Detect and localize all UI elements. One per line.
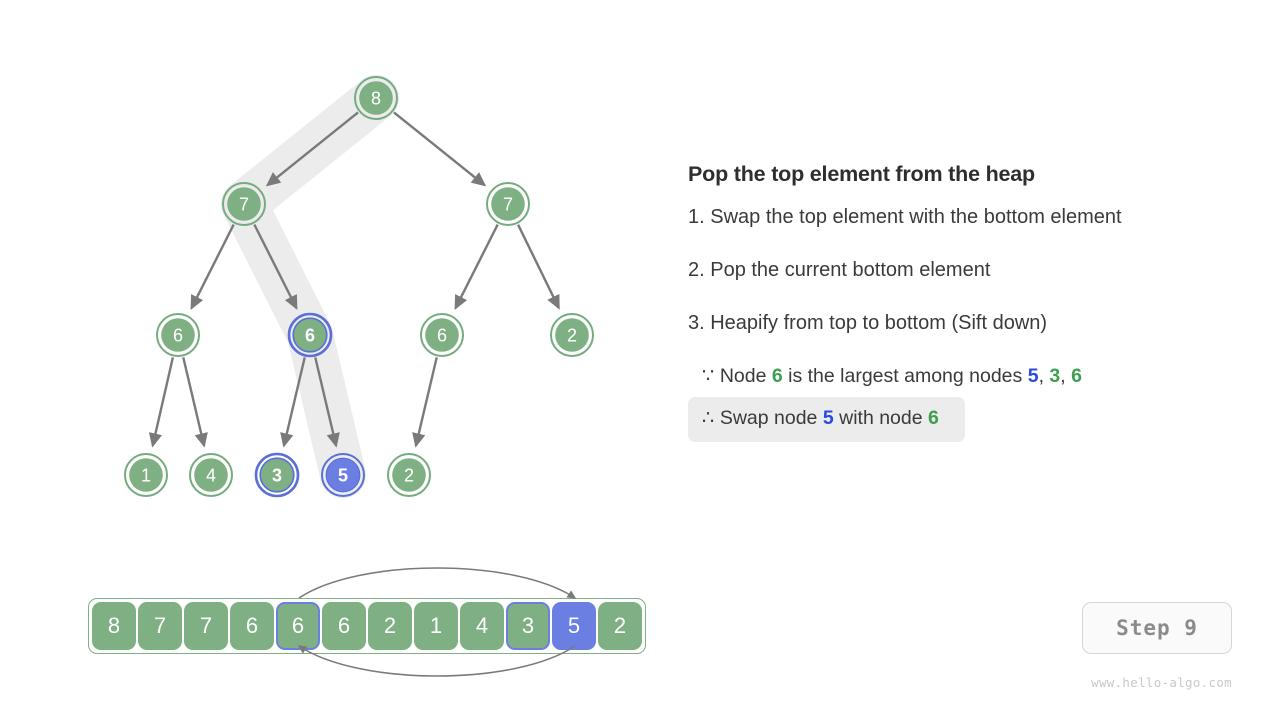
tree-node-2[interactable]: 2 [387,453,431,497]
node-outer-ring [354,76,398,120]
tree-edge [280,357,306,448]
array-cell[interactable]: 2 [598,602,642,650]
conclusion-node-a: 5 [822,407,834,430]
node-label: 5 [338,466,348,486]
tree-edges [148,111,560,448]
tree-edge [265,111,359,187]
step-badge: Step 9 [1082,602,1232,654]
array-cell[interactable]: 1 [414,602,458,650]
tree-node-7[interactable]: 7 [222,182,266,226]
node-body [555,318,589,352]
sift-down-path-band [221,75,399,498]
tree-edge [182,357,208,448]
reason-candidate-c: 6 [1071,365,1082,387]
tree-node-7[interactable]: 7 [486,182,530,226]
tree-node-2[interactable]: 2 [550,313,594,357]
tree-node-6[interactable]: 6 [420,313,464,357]
array-cell[interactable]: 2 [368,602,412,650]
array-cell[interactable]: 6 [230,602,274,650]
node-label: 6 [437,326,447,346]
node-outer-ring [156,313,200,357]
conclusion-node-b: 6 [928,407,939,430]
node-outer-ring [420,313,464,357]
node-outer-ring [287,312,333,358]
node-body [129,458,163,492]
instruction-step-2: 2. Pop the current bottom element [688,259,991,281]
node-body [359,81,393,115]
array-cell[interactable]: 6 [322,602,366,650]
tree-edge [393,111,487,187]
tree-edge [253,224,298,310]
conclusion-prefix: ∴ Swap node [702,407,823,430]
node-body [491,187,525,221]
reason-prefix: ∵ Node [702,365,772,387]
node-body [425,318,459,352]
swap-arrow-forward [298,567,577,599]
tree-node-5[interactable]: 5 [321,453,365,497]
tree-edge [190,224,235,310]
node-outer-ring [189,453,233,497]
node-label: 2 [567,326,577,346]
reason-line: ∵ Node 6 is the largest among nodes 5, 3… [688,364,1248,389]
tree-node-6[interactable]: 6 [287,312,333,358]
node-body [292,317,328,353]
array-cell[interactable]: 8 [92,602,136,650]
instruction-step-1: 1. Swap the top element with the bottom … [688,206,1122,228]
array-cell[interactable]: 3 [506,602,550,650]
node-label: 6 [305,326,315,346]
tree-node-3[interactable]: 3 [254,452,300,498]
node-body [194,458,228,492]
tree-edge [454,224,499,310]
node-label: 7 [503,195,513,215]
tree-node-6[interactable]: 6 [156,313,200,357]
node-outer-ring [222,182,266,226]
node-label: 8 [371,89,381,109]
conclusion-mid: with node [833,407,928,430]
instruction-step-3: 3. Heapify from top to bottom (Sift down… [688,312,1048,334]
conclusion-box: ∴ Swap node 5 with node 6 [688,397,965,442]
node-outer-ring [124,453,168,497]
node-label: 6 [173,326,183,346]
tree-nodes: 8 7 7 6 6 6 2 1 4 3 5 2 [124,76,594,498]
node-outer-ring [254,452,300,498]
tree-node-8[interactable]: 8 [354,76,398,120]
node-label: 1 [141,466,151,486]
explanation-panel: Pop the top element from the heap 1. Swa… [688,162,1248,442]
array-cell[interactable]: 7 [138,602,182,650]
page-title: Pop the top element from the heap [688,162,1035,186]
node-outer-ring [486,182,530,226]
node-label: 7 [239,195,249,215]
node-outer-ring [387,453,431,497]
tree-node-1[interactable]: 1 [124,453,168,497]
array-cell[interactable]: 4 [460,602,504,650]
node-outer-ring [550,313,594,357]
reason-sep-2: , [1060,365,1072,387]
node-body [161,318,195,352]
reason-candidate-b: 3 [1049,365,1061,387]
array-cell[interactable]: 7 [184,602,228,650]
tree-node-4[interactable]: 4 [189,453,233,497]
node-outer-ring [321,453,365,497]
node-label: 2 [404,466,414,486]
reason-node-value: 6 [771,365,783,387]
reason-mid: is the largest among nodes [782,365,1028,387]
node-body [259,457,295,493]
tree-edge [314,357,340,448]
tree-edge [148,357,175,448]
array-cell[interactable]: 6 [276,602,320,650]
node-body [392,458,426,492]
tree-edge [517,224,560,310]
node-label: 4 [206,466,216,486]
tree-edge [412,357,438,448]
heap-tree-diagram: 8 7 7 6 6 6 2 1 4 3 5 2 [124,75,594,498]
node-label: 3 [272,466,282,486]
watermark: www.hello-algo.com [1091,675,1232,690]
node-body [227,187,261,221]
reason-candidate-a: 5 [1027,365,1039,387]
node-body [325,457,361,493]
reason-sep-1: , [1038,365,1050,387]
array-cell[interactable]: 5 [552,602,596,650]
